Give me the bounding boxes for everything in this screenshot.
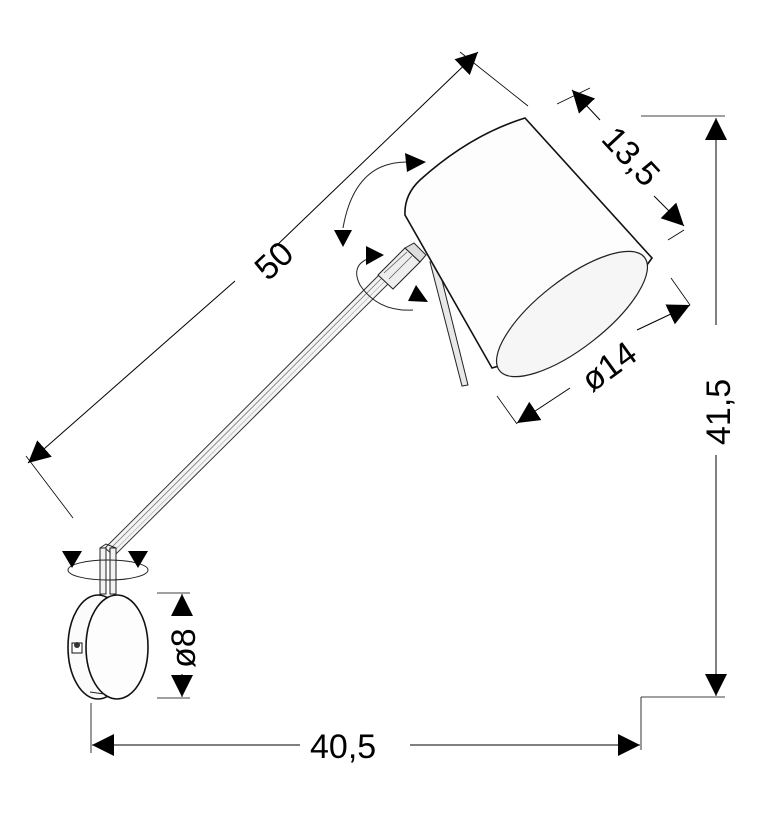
arm-axis-rotation-icon: [356, 246, 428, 311]
base-swivel-rotation-icon: [62, 551, 149, 581]
base-diameter-label: ø8: [165, 628, 203, 668]
base-swivel-rods: [99, 543, 117, 595]
dimension-total-width: 40,5: [90, 703, 640, 766]
shade-height-label: 13,5: [594, 120, 667, 194]
lamp-shade: [404, 117, 654, 378]
dimension-total-height: 41,5: [640, 115, 738, 750]
lamp-illustration: [67, 117, 654, 700]
lamp-arm: [104, 271, 392, 557]
total-width-label: 40,5: [310, 728, 376, 766]
dimension-base-diameter: ø8: [157, 592, 203, 699]
wall-base: [67, 594, 149, 700]
rotation-indicators: [62, 153, 428, 581]
arm-joint-collar: [377, 242, 427, 290]
shade-tilt-rotation-icon: [334, 153, 426, 247]
arm-length-label: 50: [248, 234, 302, 288]
total-height-label: 41,5: [700, 379, 738, 445]
